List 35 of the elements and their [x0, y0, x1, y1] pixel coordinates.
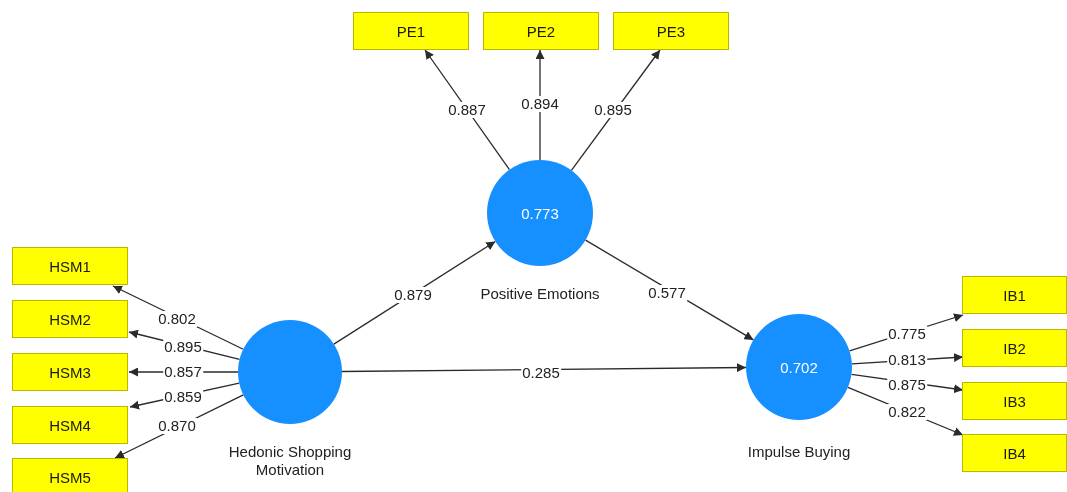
edge-label: 0.802	[157, 311, 197, 327]
edge-label: 0.894	[520, 96, 560, 112]
indicator-box: IB3	[962, 382, 1067, 420]
edge-label: 0.875	[887, 377, 927, 393]
arrow	[424, 49, 511, 171]
indicator-box: HSM1	[12, 247, 128, 285]
indicator-box: PE1	[353, 12, 469, 50]
edge-label: 0.822	[887, 404, 927, 420]
construct-label: Impulse Buying	[747, 443, 851, 461]
edge-label: 0.870	[157, 418, 197, 434]
edge-label: 0.813	[887, 352, 927, 368]
indicator-box: HSM3	[12, 353, 128, 391]
indicator-box: HSM2	[12, 300, 128, 338]
edge-label: 0.859	[163, 389, 203, 405]
edge-label: 0.857	[163, 364, 203, 380]
edge-label: 0.895	[593, 102, 633, 118]
edge-label: 0.879	[393, 287, 433, 303]
edge-label: 0.895	[163, 339, 203, 355]
edge-label: 0.887	[447, 102, 487, 118]
indicator-box: HSM4	[12, 406, 128, 444]
edge-label: 0.285	[521, 365, 561, 381]
edge-label: 0.775	[887, 326, 927, 342]
indicator-box: IB1	[962, 276, 1067, 314]
indicator-box: IB4	[962, 434, 1067, 472]
indicator-box: PE2	[483, 12, 599, 50]
r-squared-value: 0.702	[780, 358, 818, 376]
r-squared-value: 0.773	[521, 204, 559, 222]
construct-label: Hedonic Shopping Motivation	[227, 443, 353, 479]
edge-label: 0.577	[647, 285, 687, 301]
indicator-box: PE3	[613, 12, 729, 50]
construct-label: Positive Emotions	[480, 285, 600, 303]
indicator-box: IB2	[962, 329, 1067, 367]
arrow	[570, 49, 661, 171]
indicator-box: HSM5	[12, 458, 128, 492]
arrow	[341, 363, 747, 373]
